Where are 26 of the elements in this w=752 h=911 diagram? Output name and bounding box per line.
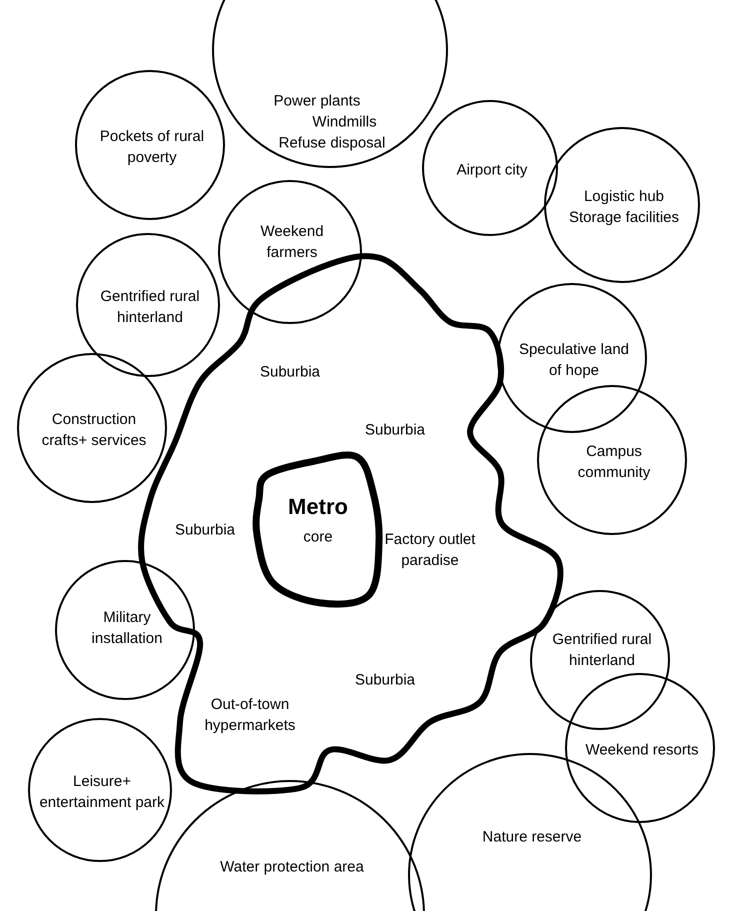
zone-label: Speculative land of hope: [518, 340, 630, 381]
zone-label: Nature reserve: [482, 828, 582, 848]
zone-label: Gentrified rural hinterland: [99, 287, 201, 328]
zone-label: Water protection area: [220, 858, 364, 878]
region-label: Suburbia: [260, 362, 320, 382]
region-label: Out-of-town hypermarkets: [204, 695, 296, 736]
zone-label: Windmills: [312, 112, 377, 132]
zone-label: Power plants: [274, 92, 360, 112]
zone-label: Military installation: [90, 608, 164, 649]
zone-label: Pockets of rural poverty: [98, 127, 206, 168]
region-label: Metro: [288, 494, 348, 520]
zone-label: Construction crafts+ services: [40, 410, 148, 451]
region-label: core: [303, 528, 333, 548]
zone-label: Weekend resorts: [585, 740, 699, 760]
region-label: Suburbia: [364, 420, 426, 440]
zone-label: Campus community: [576, 442, 652, 483]
zone-label: Gentrified rural hinterland: [551, 630, 653, 671]
zone-label: Airport city: [456, 160, 528, 180]
region-label: Factory outlet paradise: [384, 530, 476, 571]
region-label: Suburbia: [174, 520, 236, 540]
zone-label: Storage facilities: [568, 208, 680, 228]
zone-label: Refuse disposal: [278, 134, 386, 154]
zone-label: Leisure+ entertainment park: [38, 772, 166, 813]
zone-label: Logistic hub: [584, 187, 664, 207]
region-label: Suburbia: [354, 670, 416, 690]
zone-label: Weekend farmers: [259, 222, 325, 263]
